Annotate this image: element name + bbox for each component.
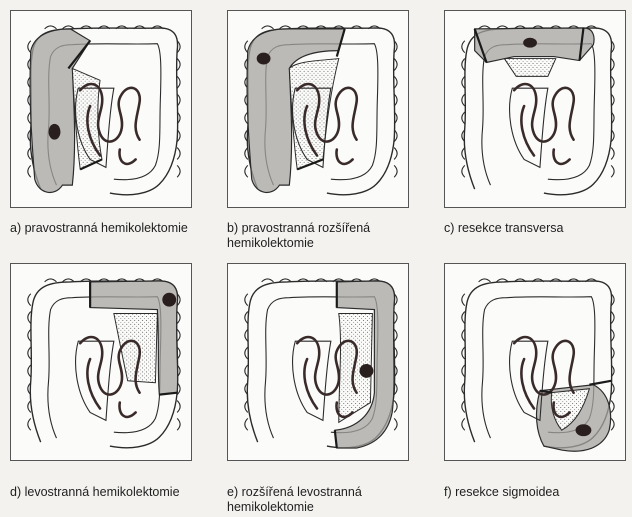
mesentery-outline <box>76 341 114 420</box>
tumor-mark <box>162 293 176 307</box>
tumor-mark <box>523 38 537 48</box>
colon-diagram-e <box>228 264 408 460</box>
diagram-panel-a <box>10 10 192 208</box>
small-bowel-loops <box>514 84 574 164</box>
colon-diagram-d <box>11 264 191 460</box>
tumor-mark <box>49 124 61 140</box>
tumor-mark <box>360 364 374 378</box>
colon-diagram-c <box>445 11 625 207</box>
diagram-panel-c <box>444 10 626 208</box>
colon-diagram-a <box>11 11 191 207</box>
caption-a: a) pravostranná hemikolektomie <box>10 221 210 236</box>
diagram-panel-d <box>10 263 192 461</box>
caption-e: e) rozšířená levostranná hemikolektomie <box>227 485 427 515</box>
colon-diagram-b <box>228 11 408 207</box>
mesentery-outline <box>510 88 548 167</box>
diagram-panel-b <box>227 10 409 208</box>
tumor-mark <box>257 53 271 65</box>
mesentery-region <box>504 59 555 77</box>
diagram-panel-f <box>444 263 626 461</box>
resection-line <box>589 381 611 385</box>
diagram-panel-e <box>227 263 409 461</box>
caption-c: c) resekce transversa <box>444 221 632 236</box>
mesentery-outline <box>293 341 331 420</box>
tumor-mark <box>576 424 592 436</box>
colon-diagram-f <box>445 264 625 460</box>
caption-b: b) pravostranná rozšířená hemikolektomie <box>227 221 427 251</box>
caption-f: f) resekce sigmoidea <box>444 485 632 500</box>
caption-d: d) levostranná hemikolektomie <box>10 485 210 500</box>
